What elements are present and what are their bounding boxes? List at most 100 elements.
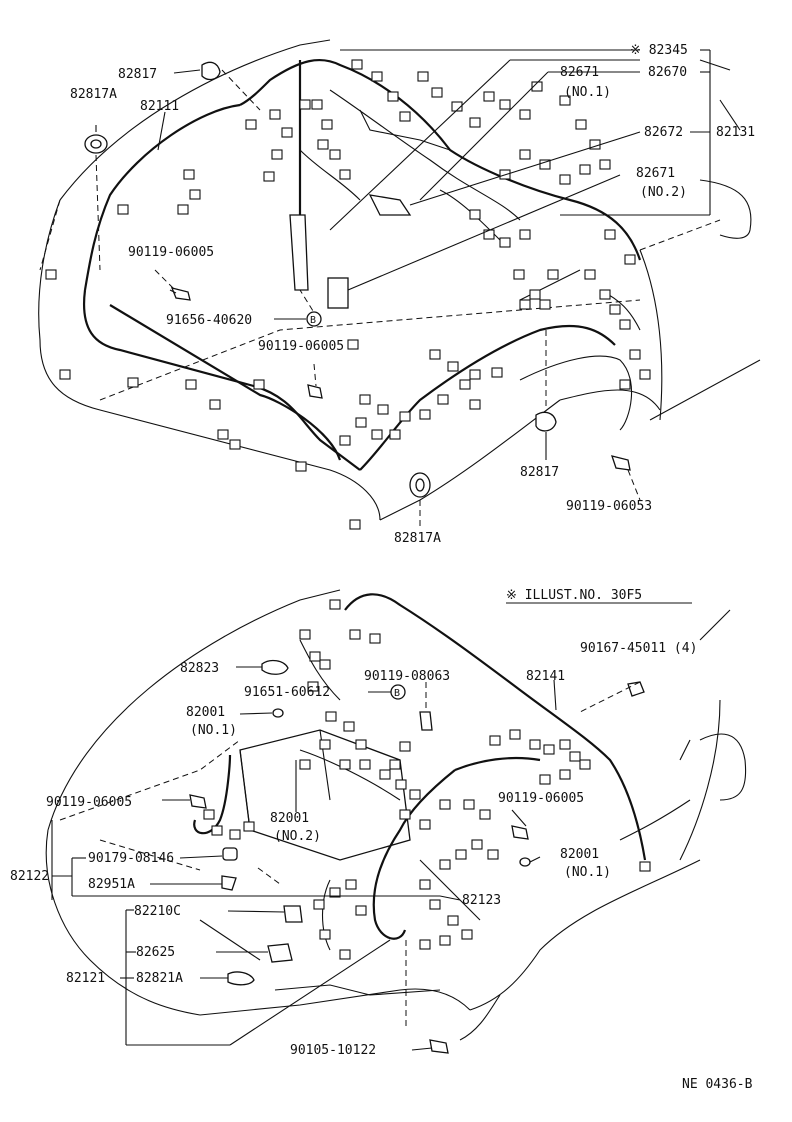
label-82141: 82141 <box>526 669 565 684</box>
connector-box <box>519 149 531 160</box>
connector-box <box>321 119 333 130</box>
connector-box <box>579 164 591 175</box>
connector-box <box>211 825 223 836</box>
connector-box <box>487 849 499 860</box>
connector-box <box>379 769 391 780</box>
grommet-82817A-bottom-icon <box>409 472 431 498</box>
connector-box <box>359 759 371 770</box>
top-harness-wires <box>82 58 642 471</box>
connector-box <box>531 81 543 92</box>
label-82001-no2: 82001 <box>270 811 309 826</box>
circle-b-marker-2 <box>390 684 406 700</box>
connector-box <box>263 171 275 182</box>
bracket-vertical-icon <box>289 214 309 291</box>
label-no1-c: (NO.1) <box>564 865 611 880</box>
label-90119-08063: 90119-08063 <box>364 669 450 684</box>
connector-box <box>629 349 641 360</box>
top-leader-lines <box>95 49 711 530</box>
connector-box <box>569 751 581 762</box>
connector-box <box>319 739 331 750</box>
label-82817A-top: 82817A <box>70 87 117 102</box>
connector-box <box>339 759 351 770</box>
label-82625: 82625 <box>136 945 175 960</box>
connector-box <box>377 404 389 415</box>
bolt-90119-06005-d-icon <box>511 825 529 840</box>
connector-box <box>429 349 441 360</box>
connector-box <box>359 394 371 405</box>
connector-box <box>313 899 325 910</box>
label-no1-a: (NO.1) <box>564 85 611 100</box>
connector-box <box>371 71 383 82</box>
top-connectors <box>45 59 651 530</box>
connector-box <box>311 99 323 110</box>
connector-box <box>419 879 431 890</box>
connector-box <box>575 119 587 130</box>
label-82001-no1-a: 82001 <box>186 705 225 720</box>
connector-box <box>639 369 651 380</box>
label-90119-06005-d: 90119-06005 <box>498 791 584 806</box>
bottom-leader-lines <box>51 666 641 1051</box>
block-82210C-icon <box>283 905 303 923</box>
connector-box <box>389 759 401 770</box>
bottom-vehicle-outline <box>45 589 747 1041</box>
connector-box <box>459 379 471 390</box>
bottom-parts <box>189 659 645 1054</box>
connector-box <box>203 809 215 820</box>
connector-box <box>177 204 189 215</box>
connector-box <box>271 149 283 160</box>
connector-box <box>509 729 521 740</box>
bracket-82671-no2-icon <box>327 277 349 309</box>
connector-box <box>339 435 351 446</box>
grommet-82001-no1-b-icon <box>519 857 531 867</box>
connector-box <box>469 369 481 380</box>
label-no1-b: (NO.1) <box>190 723 237 738</box>
connector-box <box>519 299 531 310</box>
connector-box <box>447 915 459 926</box>
label-circle-b-1: B <box>310 315 316 326</box>
connector-box <box>117 204 129 215</box>
connector-box <box>431 87 443 98</box>
connector-box <box>355 417 367 428</box>
label-82670: 82670 <box>648 65 687 80</box>
label-82001-no1-c: 82001 <box>560 847 599 862</box>
connector-box <box>599 289 611 300</box>
connector-box <box>559 769 571 780</box>
connector-box <box>439 859 451 870</box>
label-circle-b-2: B <box>394 688 400 699</box>
bolt-90119-06053-icon <box>611 455 631 471</box>
label-91651-60612: 91651-60612 <box>244 685 330 700</box>
connector-box <box>455 849 467 860</box>
connector-box <box>339 169 351 180</box>
connector-box <box>395 779 407 790</box>
circle-b-marker-1 <box>306 311 322 327</box>
label-90119-06005-c: 90119-06005 <box>46 795 132 810</box>
connector-box <box>429 899 441 910</box>
connector-box <box>299 759 311 770</box>
connector-box <box>547 269 559 280</box>
connector-box <box>437 394 449 405</box>
connector-box <box>604 229 616 240</box>
label-82121: 82121 <box>66 971 105 986</box>
connector-box <box>307 681 319 692</box>
connector-box <box>619 319 631 330</box>
cover-82823-icon <box>261 659 289 675</box>
connector-box <box>309 651 321 662</box>
connector-box <box>389 429 401 440</box>
connector-box <box>471 839 483 850</box>
connector-box <box>489 735 501 746</box>
label-82817-mid: 82817 <box>520 465 559 480</box>
label-82817-top: 82817 <box>118 67 157 82</box>
connector-box <box>45 269 57 280</box>
connector-box <box>559 739 571 750</box>
connector-box <box>185 379 197 390</box>
grommet-82817A-top-icon <box>84 125 108 154</box>
label-90119-06005-a: 90119-06005 <box>128 245 214 260</box>
label-82823: 82823 <box>180 661 219 676</box>
label-82671-no1: 82671 <box>560 65 599 80</box>
label-90179-08146: 90179-08146 <box>88 851 174 866</box>
label-illust-note: ※ ILLUST.NO. 30F5 <box>506 588 642 603</box>
top-vehicle-outline <box>38 39 761 521</box>
label-82817A-bottom: 82817A <box>394 531 441 546</box>
label-82210C: 82210C <box>134 904 181 919</box>
